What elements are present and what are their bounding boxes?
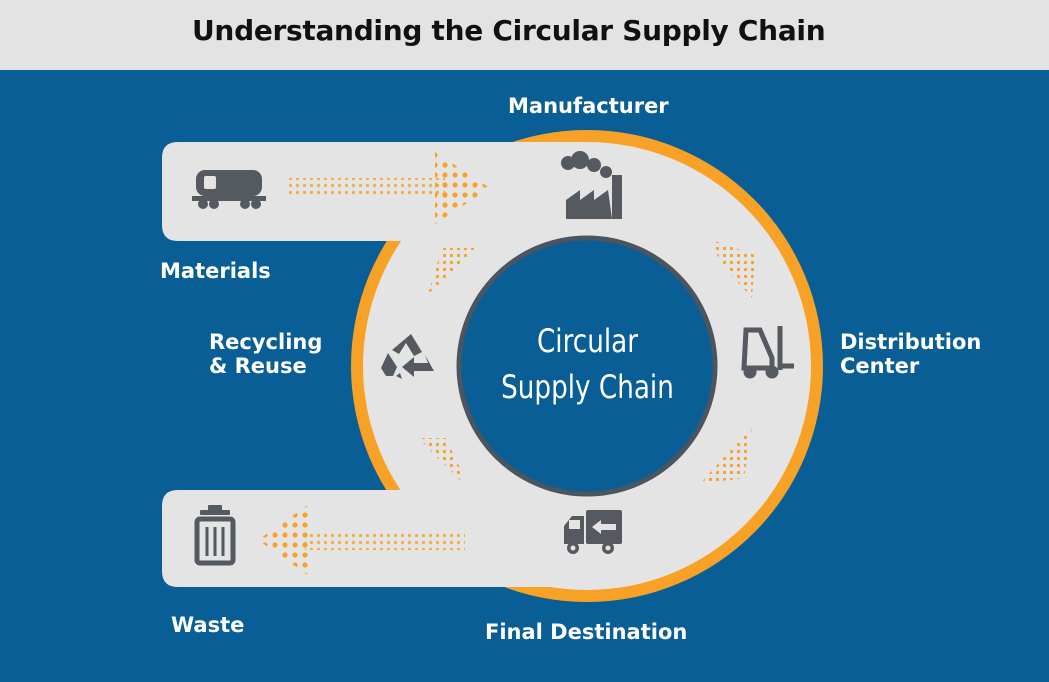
delivery-truck-icon [564,510,622,554]
materials-arrow [285,152,490,224]
final-destination-label: Final Destination [485,620,688,644]
inner-circle [456,235,718,497]
ring-arrow-manufacturer-to-distribution [712,240,755,298]
forklift-icon [741,326,794,379]
tank-car-icon [192,170,266,209]
center-title: Circular Supply Chain [501,322,674,406]
factory-icon [561,151,622,219]
trash-bin-icon [194,505,236,566]
ring-arrow-destination-to-recycling [418,438,466,486]
header-bar: Understanding the Circular Supply Chain [0,0,1049,70]
recycling-reuse-label: Recycling & Reuse [209,330,323,378]
manufacturer-label: Manufacturer [508,94,669,118]
circular-supply-chain-diagram [162,130,823,602]
materials-label: Materials [160,259,271,283]
ring-arrow-recycling-to-manufacturer [428,248,478,294]
distribution-center-label: Distribution Center [840,330,982,378]
waste-label: Waste [171,613,245,637]
recycle-icon [381,334,434,379]
waste-arrow [258,502,465,578]
ring-arrow-distribution-to-destination [700,428,752,484]
page-title: Understanding the Circular Supply Chain [192,14,826,47]
